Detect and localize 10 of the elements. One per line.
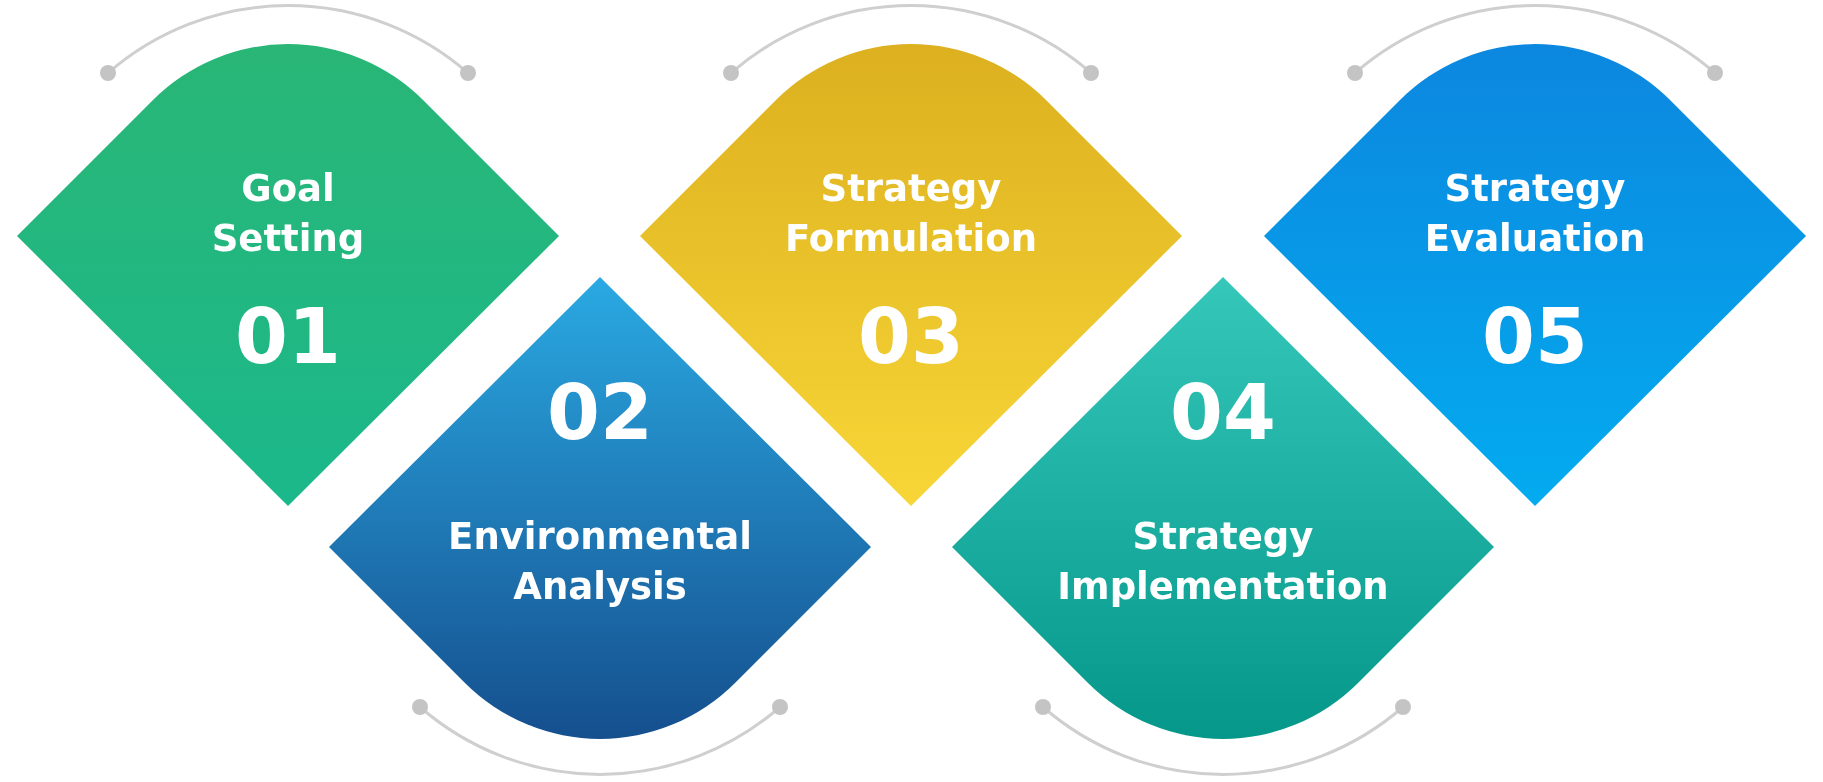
step-number: 03 <box>857 291 965 383</box>
step-number: 05 <box>1481 291 1589 383</box>
step-title: Strategy Implementation <box>1056 514 1390 610</box>
step-number: 01 <box>234 291 342 383</box>
step-number: 02 <box>546 367 654 459</box>
step-title: Strategy Formulation <box>783 166 1039 262</box>
step-title: Strategy Evaluation <box>1423 166 1647 262</box>
step-number: 04 <box>1169 367 1277 459</box>
step-title: Goal Setting <box>210 166 366 262</box>
step-title: Environmental Analysis <box>447 514 753 610</box>
